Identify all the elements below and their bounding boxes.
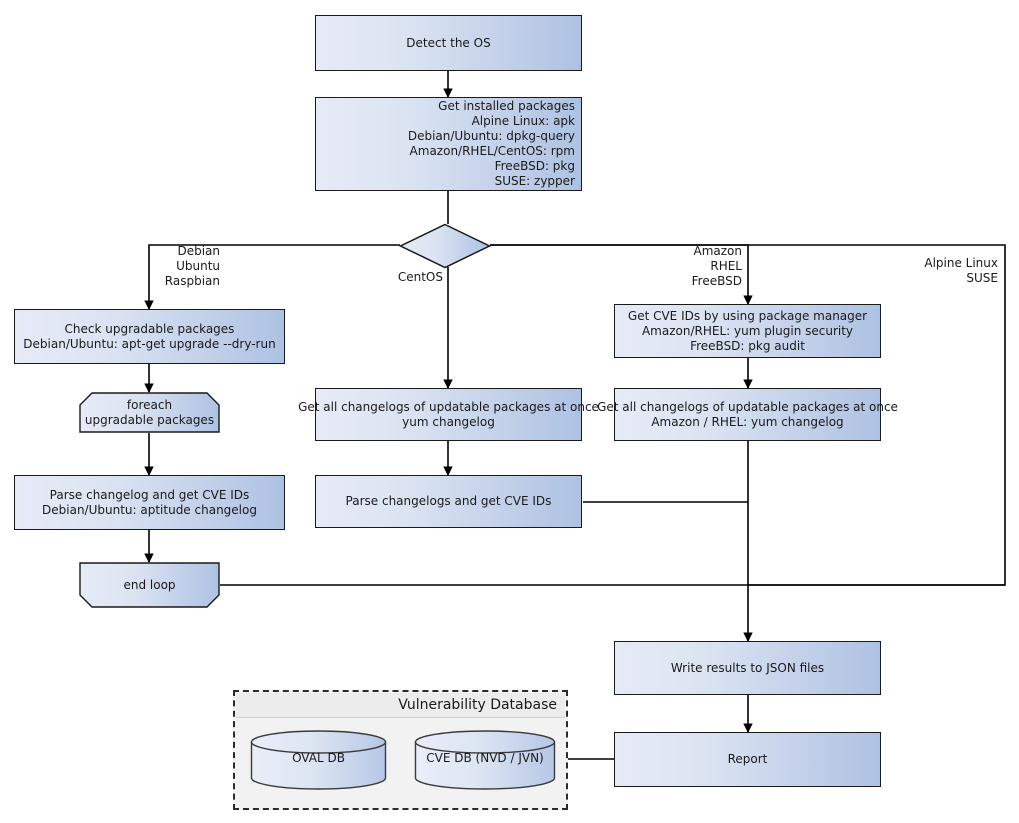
node-report-line-0: Report [727, 752, 768, 766]
edge-label-debian-line-1: Ubuntu [176, 259, 220, 273]
node-write-results-line-0: Write results to JSON files [670, 660, 825, 675]
node-check-upgradable-line-1: Debian/Ubuntu: apt-get upgrade --dry-run [23, 336, 276, 351]
db-cylinder-cve-label: CVE DB (NVD / JVN) [426, 751, 544, 765]
group-vulnerability-database-titlebar [236, 693, 565, 718]
node-get-cve-ids-pkgmgr[interactable]: Get CVE IDs by using package manager Ama… [614, 304, 881, 358]
edge-label-amazon-line-0: Amazon [693, 244, 743, 258]
node-get-changelogs-right-line-1: Amazon / RHEL: yum changelog [651, 414, 844, 429]
node-get-cve-ids-pkgmgr-line-1: Amazon/RHEL: yum plugin security [641, 323, 854, 338]
edge-label-alpine-line-0: Alpine Linux [924, 256, 998, 270]
edge-label-alpine-line-1: SUSE [966, 271, 998, 285]
edge-label-debian-line-0: Debian [177, 244, 220, 258]
db-cylinder-cve[interactable] [414, 730, 556, 790]
node-get-installed-packages-line-5: SUSE: zypper [494, 174, 575, 188]
edge-label-alpine-branch: Alpine Linux SUSE [870, 256, 998, 286]
node-get-changelogs-center-line-1: yum changelog [402, 414, 495, 429]
edge-label-debian-branch: Debian Ubuntu Raspbian [100, 244, 220, 289]
edge-label-amazon-branch: Amazon RHEL FreeBSD [625, 244, 742, 289]
node-detect-os[interactable]: Detect the OS [315, 15, 582, 71]
node-write-results-json[interactable]: Write results to JSON files [614, 641, 881, 695]
node-parse-changelog-left-line-0: Parse changelog and get CVE IDs [49, 487, 250, 502]
node-report[interactable]: Report [614, 732, 881, 787]
node-parse-changelogs-center[interactable]: Parse changelogs and get CVE IDs [315, 475, 582, 528]
node-detect-os-line-0: Detect the OS [406, 35, 491, 50]
node-get-changelogs-right-line-0: Get all changelogs of updatable packages… [597, 399, 898, 414]
db-cylinder-oval[interactable] [250, 730, 387, 790]
node-foreach-loop-start[interactable]: foreach upgradable packages [79, 392, 220, 433]
edge-label-centos-branch: CentOS [333, 270, 443, 285]
node-check-upgradable-packages[interactable]: Check upgradable packages Debian/Ubuntu:… [14, 309, 285, 364]
edge-label-amazon-line-2: FreeBSD [691, 274, 742, 288]
edge-label-debian-line-2: Raspbian [164, 274, 220, 288]
node-get-installed-packages-line-4: FreeBSD: pkg [494, 159, 575, 173]
edge-label-centos-line-0: CentOS [397, 270, 443, 284]
node-get-changelogs-center-line-0: Get all changelogs of updatable packages… [298, 399, 599, 414]
node-parse-changelogs-center-line-0: Parse changelogs and get CVE IDs [345, 494, 552, 508]
node-get-installed-packages[interactable]: Get installed packages Alpine Linux: apk… [315, 97, 582, 191]
node-get-cve-ids-pkgmgr-line-2: FreeBSD: pkg audit [690, 338, 805, 353]
node-get-cve-ids-pkgmgr-line-0: Get CVE IDs by using package manager [627, 308, 868, 323]
group-vulnerability-database-title: Vulnerability Database [398, 697, 557, 713]
node-os-decision-diamond[interactable] [398, 223, 492, 269]
node-get-installed-packages-line-3: Amazon/RHEL/CentOS: rpm [409, 144, 575, 158]
node-get-installed-packages-line-0: Get installed packages [438, 99, 575, 113]
node-end-loop[interactable]: end loop [79, 562, 220, 608]
node-parse-changelog-left-line-1: Debian/Ubuntu: aptitude changelog [42, 502, 257, 517]
edge-label-amazon-line-1: RHEL [710, 259, 742, 273]
node-end-loop-line-0: end loop [123, 577, 176, 592]
node-foreach-line-1: upgradable packages [84, 412, 215, 427]
node-parse-changelog-left[interactable]: Parse changelog and get CVE IDs Debian/U… [14, 475, 285, 530]
node-get-changelogs-right[interactable]: Get all changelogs of updatable packages… [597, 388, 898, 441]
node-foreach-line-0: foreach [126, 397, 173, 412]
node-get-installed-packages-line-1: Alpine Linux: apk [471, 114, 575, 128]
node-get-installed-packages-line-2: Debian/Ubuntu: dpkg-query [407, 129, 575, 143]
node-get-changelogs-center[interactable]: Get all changelogs of updatable packages… [298, 388, 599, 441]
db-cylinder-oval-label: OVAL DB [292, 751, 345, 765]
node-check-upgradable-line-0: Check upgradable packages [64, 321, 235, 336]
